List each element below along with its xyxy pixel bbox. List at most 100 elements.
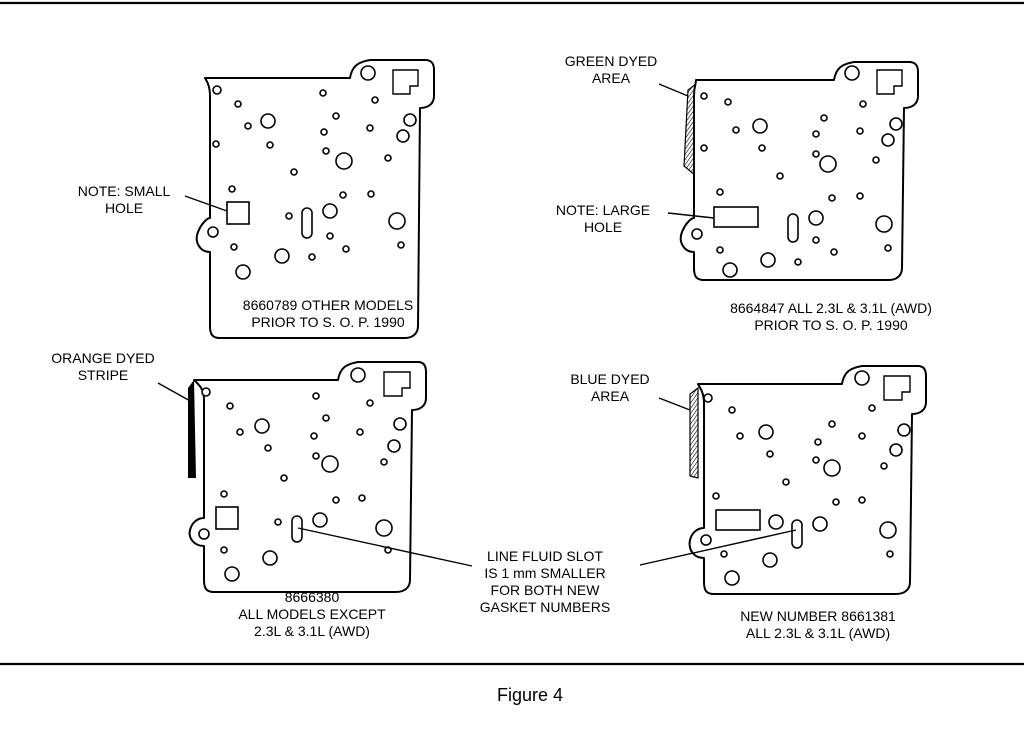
leader-line — [667, 212, 715, 219]
hole — [889, 117, 903, 131]
hole — [356, 428, 364, 436]
hole — [762, 552, 778, 568]
hole — [880, 462, 888, 470]
caption-bottom-right-line2: ALL 2.3L & 3.1L (AWD) — [746, 625, 890, 641]
hole — [830, 248, 838, 256]
hole — [393, 417, 407, 431]
hole — [380, 458, 388, 466]
orange-dyed-stripe — [188, 380, 196, 478]
hole — [220, 546, 228, 554]
hole — [384, 154, 392, 162]
dye-green-line1: GREEN DYED — [565, 53, 658, 69]
hole — [879, 521, 897, 539]
hole — [310, 432, 318, 440]
hole — [290, 168, 298, 176]
callout-line4: GASKET NUMBERS — [480, 599, 610, 615]
hole — [322, 203, 338, 219]
fluid-slot — [301, 207, 313, 239]
hole — [387, 439, 401, 453]
gasket-top-left — [195, 59, 435, 339]
hole — [322, 147, 330, 155]
hole — [854, 370, 870, 386]
hole — [858, 496, 866, 504]
note-large-hole-line2: HOLE — [584, 219, 622, 235]
hole — [832, 498, 840, 506]
hole — [235, 264, 251, 280]
hole — [366, 399, 374, 407]
hole — [285, 212, 293, 220]
hole — [366, 124, 374, 132]
hole — [262, 550, 278, 566]
corner-notch — [392, 69, 419, 95]
hole — [321, 455, 339, 473]
hole — [375, 519, 393, 537]
hole — [322, 414, 330, 422]
hole — [228, 185, 236, 193]
hole — [889, 443, 903, 457]
hole — [212, 140, 220, 148]
hole — [201, 387, 211, 397]
hole — [828, 420, 836, 428]
hole — [198, 528, 210, 540]
leader-line — [658, 397, 691, 411]
note-small-hole-line2: HOLE — [105, 200, 143, 216]
gasket-bottom-right — [688, 365, 927, 595]
hole — [320, 128, 328, 136]
hole — [266, 141, 274, 149]
caption-top-right-line1: 8664847 ALL 2.3L & 3.1L (AWD) — [730, 300, 932, 316]
hole — [308, 253, 316, 261]
callout-line3: FOR BOTH NEW — [491, 582, 601, 598]
hole — [226, 402, 234, 410]
hole — [732, 126, 740, 134]
hole — [808, 210, 824, 226]
hole — [212, 85, 222, 95]
hole — [875, 215, 893, 233]
hole — [700, 92, 708, 100]
hole — [360, 65, 376, 81]
corner-notch — [383, 371, 411, 397]
hole — [768, 514, 784, 530]
hole — [819, 155, 837, 173]
leader-line — [658, 83, 689, 97]
caption-top-right-line2: PRIOR TO S. O. P. 1990 — [754, 317, 908, 333]
hole — [716, 246, 724, 254]
fluid-slot — [791, 519, 803, 549]
hole — [736, 432, 744, 440]
dye-green-line2: AREA — [592, 70, 631, 86]
hole — [814, 438, 822, 446]
hole — [766, 450, 774, 458]
hole — [728, 406, 736, 414]
figure-caption: Figure 4 — [497, 685, 563, 705]
hole — [371, 96, 379, 104]
hole — [724, 98, 732, 106]
hole — [856, 127, 864, 135]
leader-line — [639, 529, 797, 566]
caption-top-left-line2: PRIOR TO S. O. P. 1990 — [251, 314, 405, 330]
gasket-plate-outline — [688, 365, 927, 595]
hole — [720, 550, 728, 558]
corner-notch — [883, 375, 911, 401]
hole — [897, 423, 911, 437]
hole — [335, 152, 353, 170]
caption-bottom-left-line3: 2.3L & 3.1L (AWD) — [254, 623, 370, 639]
hole — [700, 144, 708, 152]
hole — [858, 432, 866, 440]
hole — [274, 518, 282, 526]
hole — [812, 150, 820, 158]
hole — [280, 474, 288, 482]
hole — [244, 122, 252, 130]
hole — [823, 459, 841, 477]
hole — [367, 190, 375, 198]
fluid-slot — [787, 213, 799, 243]
hole — [236, 428, 244, 436]
hole — [264, 444, 272, 452]
caption-top-left-line1: 8660789 OTHER MODELS — [243, 297, 413, 313]
hole — [326, 232, 334, 240]
hole — [396, 129, 410, 143]
callout-line1: LINE FLUID SLOT — [487, 548, 603, 564]
dye-orange-line1: ORANGE DYED — [51, 350, 154, 366]
hole — [319, 89, 327, 97]
dye-blue-line1: BLUE DYED — [570, 371, 649, 387]
large-hole — [715, 509, 761, 531]
